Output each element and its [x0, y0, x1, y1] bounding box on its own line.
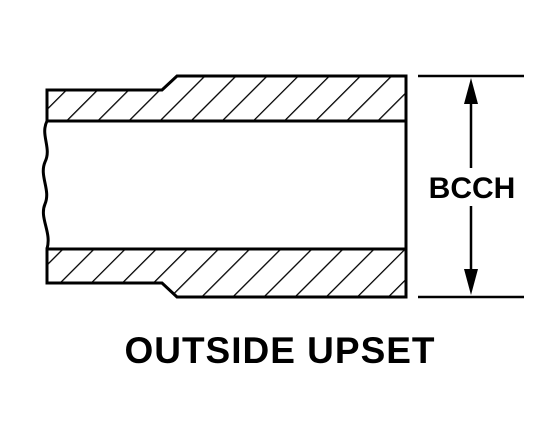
diagram-caption: OUTSIDE UPSET	[124, 330, 436, 371]
lower-pipe-wall	[45, 247, 408, 299]
break-line	[41, 90, 50, 283]
arrowhead-down	[464, 269, 478, 295]
arrowhead-up	[464, 78, 478, 104]
dimension-label: BCCH	[429, 172, 516, 205]
upper-pipe-wall	[45, 74, 408, 123]
